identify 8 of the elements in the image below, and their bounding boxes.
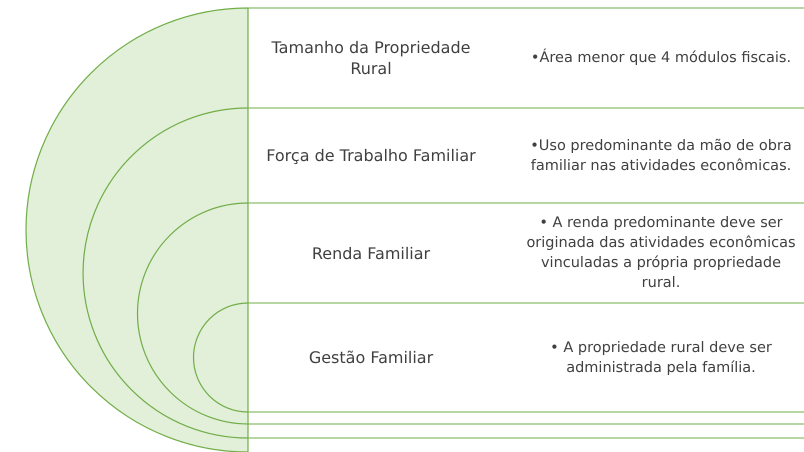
row-heading: Renda Familiar (310, 242, 432, 264)
row-heading: Força de Trabalho Familiar (265, 145, 477, 166)
bullet-text: •Uso predominante da mão de obra familiar nas atividades econômicas. (529, 136, 793, 176)
bullet-text: •Área menor que 4 módulos fiscais. (530, 48, 792, 68)
bullet-text: • A renda predominante deve ser originada das atividades econômicas vinculadas a própria propriedade rural. (526, 214, 796, 293)
row-heading: Tamanho da Propriedade Rural (270, 37, 472, 79)
bullet-text: • A propriedade rural deve ser administrada pela família. (549, 338, 773, 378)
row-heading: Gestão Familiar (308, 347, 434, 368)
